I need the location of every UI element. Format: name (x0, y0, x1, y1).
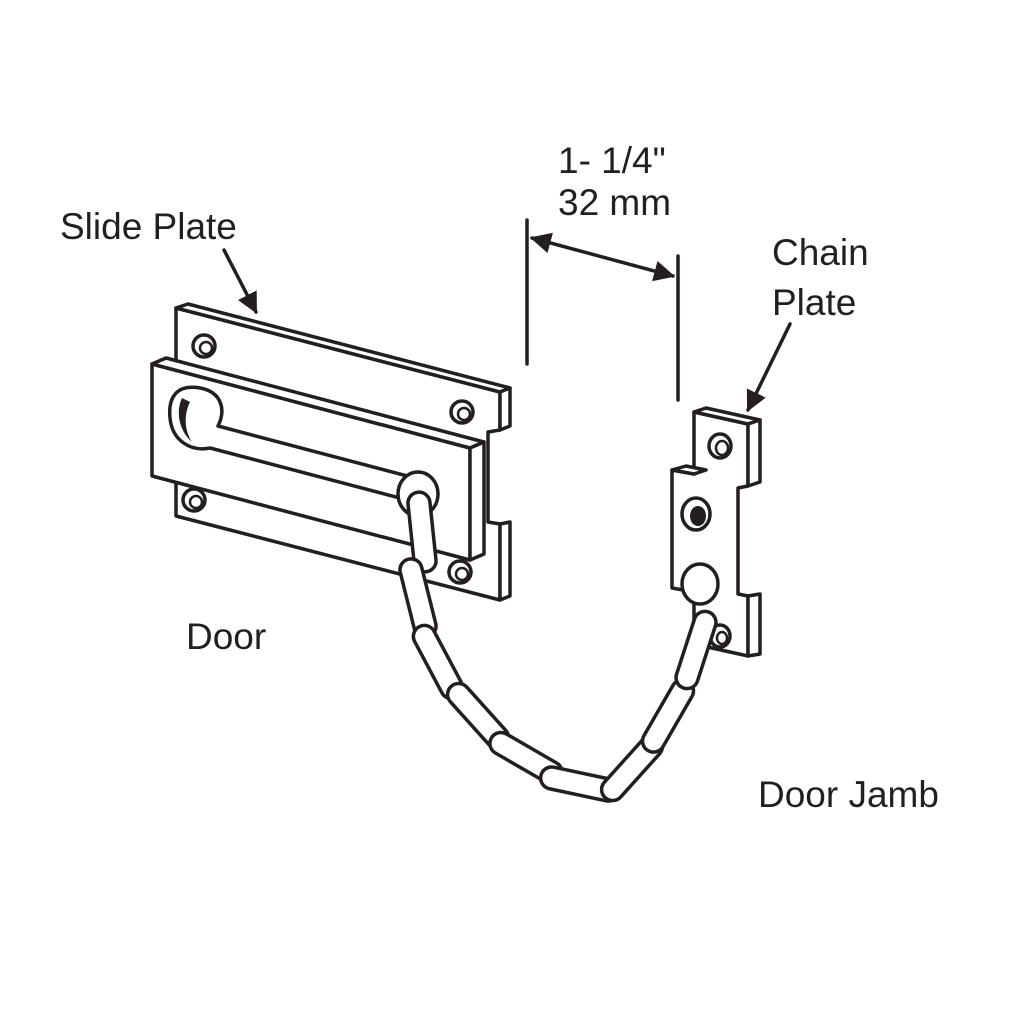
screw-hole (449, 399, 475, 425)
chain-plate-label-line1: Chain (772, 232, 869, 273)
chain-link (674, 609, 718, 691)
chain-anchor (680, 562, 720, 606)
chain-plate-label-line2: Plate (772, 282, 857, 323)
dimension-metric-label: 32 mm (558, 182, 672, 223)
dimension-imperial-label: 1- 1/4" (558, 140, 666, 181)
screw-hole (447, 559, 473, 585)
chain (398, 490, 718, 803)
chain-plate (670, 406, 762, 658)
chain-plate-leader-arrow (746, 322, 792, 412)
dimension-arrow (529, 232, 676, 282)
screw-hole (680, 496, 712, 532)
screw-hole (191, 333, 217, 359)
slide-plate (150, 302, 512, 602)
chain-link (406, 490, 438, 574)
dimension-indicator (525, 218, 680, 402)
slide-channel-side (468, 440, 486, 562)
door-label: Door (186, 616, 267, 657)
keyhole-slot (167, 385, 432, 508)
slide-plate-label: Slide Plate (60, 206, 237, 247)
slide-plate-leader-arrow (222, 248, 258, 314)
screw-hole (181, 487, 207, 513)
screw-hole (707, 432, 733, 460)
door-jamb-label: Door Jamb (758, 774, 939, 815)
